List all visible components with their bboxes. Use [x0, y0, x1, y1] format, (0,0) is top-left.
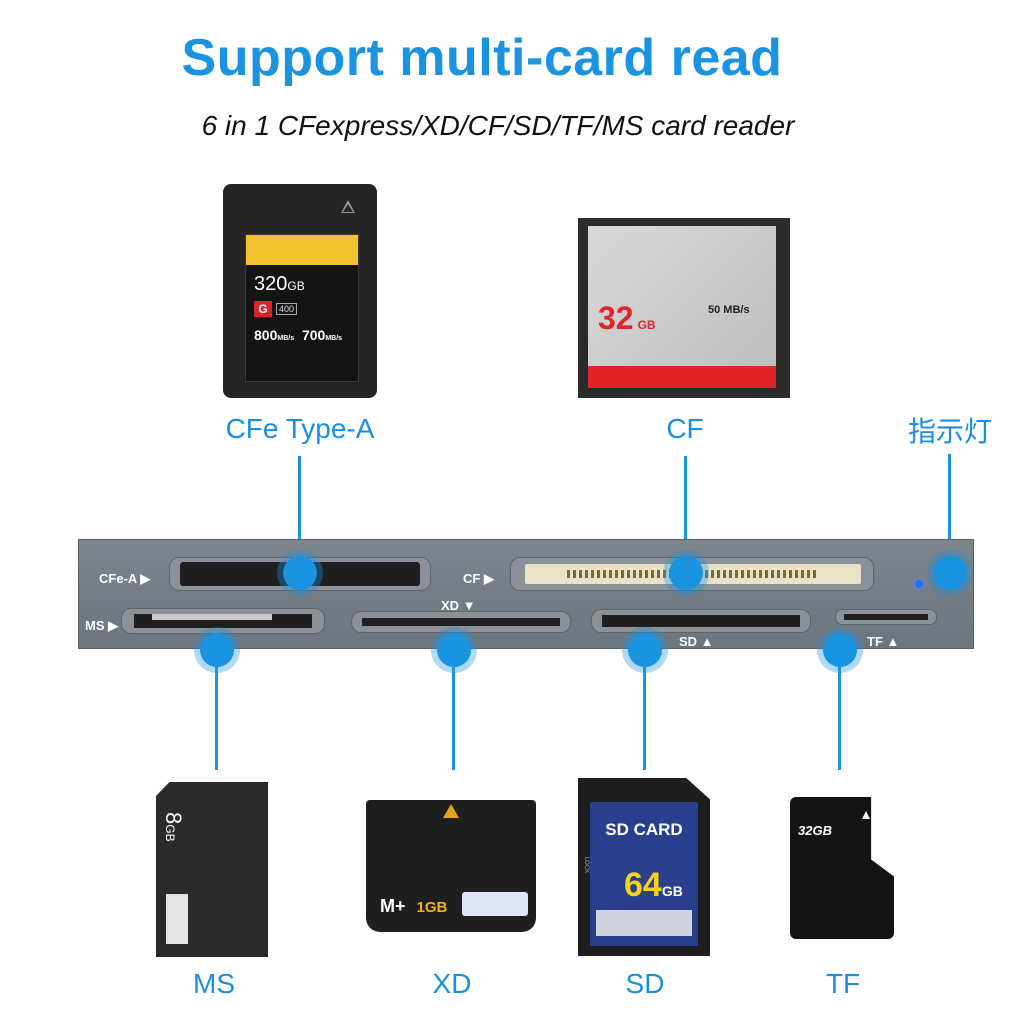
cfexpress-card: 320GB G 400 800MB/s 700MB/s: [223, 184, 377, 398]
ms-label-area: [166, 894, 188, 944]
ms-unit: GB: [163, 824, 177, 842]
g-badge: G: [254, 301, 272, 317]
tf-slot[interactable]: [835, 609, 937, 625]
label-cf: CF: [666, 413, 704, 444]
up-arrow-icon: [862, 811, 870, 819]
cfe-capacity: 320: [254, 273, 288, 295]
label-ms: MS: [193, 968, 235, 999]
connector-line-cf: [684, 456, 687, 572]
cf-speed: 50 MB/s: [708, 304, 750, 316]
panel-label-tf: TF ▲: [867, 634, 900, 649]
marker-dot-ms: [200, 633, 234, 667]
connector-line-cfe: [298, 456, 301, 572]
panel-label-sd: SD ▲: [679, 634, 714, 649]
status-led: [915, 580, 923, 588]
cfe-unit: GB: [287, 279, 305, 293]
cf-capacity: 32: [598, 300, 634, 336]
label-tf: TF: [825, 968, 861, 999]
tf-capacity: 32GB: [798, 823, 832, 838]
label-cfe-type-a: CFe Type-A: [225, 413, 375, 444]
xd-card: M+ 1GB: [366, 800, 536, 932]
label-sd: SD: [625, 968, 665, 999]
marker-dot-tf: [823, 633, 857, 667]
video-speed-badge: 400: [276, 303, 298, 315]
tf-card: 32GB: [790, 797, 894, 939]
connector-line-indicator: [948, 454, 951, 572]
cf-red-band: [588, 366, 776, 388]
card-reader-panel: CFe-A ▶ CF ▶ MS ▶ XD ▼ SD ▲ TF ▲: [78, 539, 974, 649]
label-xd: XD: [432, 968, 472, 999]
xd-label-area: [462, 892, 528, 916]
xd-capacity: 1GB: [416, 899, 448, 916]
warning-triangle-icon: [443, 804, 459, 818]
sd-lock: LOCK: [583, 856, 590, 874]
label-indicator-light: 指示灯: [907, 416, 992, 447]
cfe-read-unit: MB/s: [277, 335, 295, 342]
connector-line-tf: [838, 667, 841, 770]
xd-slot[interactable]: [351, 611, 571, 633]
cfe-write-unit: MB/s: [325, 335, 343, 342]
marker-dot-sd: [628, 633, 662, 667]
sd-label-area: [596, 910, 692, 936]
sd-card: SD CARD LOCK 64GB: [578, 778, 710, 956]
sd-title: SD CARD: [605, 820, 683, 839]
sd-unit: GB: [661, 883, 683, 899]
connector-line-xd: [452, 667, 455, 770]
marker-dot-xd: [437, 633, 471, 667]
marker-dot-cfe: [283, 556, 317, 590]
ms-capacity: 8: [161, 812, 186, 825]
cf-unit: GB: [637, 318, 656, 332]
ms-slot[interactable]: [121, 608, 325, 634]
cfe-write: 700: [301, 327, 326, 343]
sd-capacity: 64: [624, 866, 662, 904]
marker-dot-indicator: [933, 556, 967, 590]
connector-line-ms: [215, 667, 218, 770]
page-title: Support multi-card read: [181, 29, 783, 87]
marker-dot-cf: [669, 556, 703, 590]
panel-label-ms: MS ▶: [85, 618, 119, 633]
sd-slot[interactable]: [591, 609, 811, 633]
connector-line-sd: [643, 667, 646, 770]
cfe-read: 800: [254, 327, 278, 343]
ms-card: 8GB: [156, 782, 268, 957]
page-subtitle: 6 in 1 CFexpress/XD/CF/SD/TF/MS card rea…: [201, 110, 795, 141]
panel-label-cf: CF ▶: [463, 571, 494, 586]
panel-label-xd: XD ▼: [441, 598, 476, 613]
panel-label-cfe: CFe-A ▶: [99, 571, 151, 586]
card-label: 320GB G 400 800MB/s 700MB/s: [245, 234, 359, 382]
xd-brand: M+: [380, 896, 406, 916]
